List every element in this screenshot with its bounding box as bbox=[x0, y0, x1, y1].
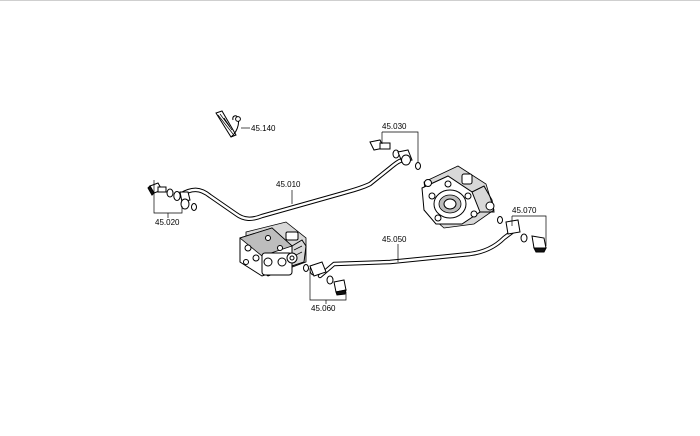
fittings-45060 bbox=[303, 261, 347, 296]
label-45020: 45.020 bbox=[155, 218, 180, 227]
housing-right bbox=[421, 165, 495, 229]
top-divider bbox=[0, 0, 700, 1]
fittings-45020 bbox=[147, 182, 197, 211]
pipe-45050 bbox=[317, 229, 515, 279]
leader-lines bbox=[153, 131, 547, 304]
fittings-45070 bbox=[497, 216, 547, 253]
label-45060: 45.060 bbox=[311, 304, 336, 313]
label-45030: 45.030 bbox=[382, 122, 407, 131]
label-45010: 45.010 bbox=[276, 180, 301, 189]
pipe-45010 bbox=[177, 157, 407, 221]
label-45140: 45.140 bbox=[251, 124, 276, 133]
part-45140-clip bbox=[215, 110, 250, 138]
fittings-45030 bbox=[369, 139, 421, 170]
label-45050: 45.050 bbox=[382, 235, 407, 244]
pump-left bbox=[239, 221, 307, 277]
label-45070: 45.070 bbox=[512, 206, 537, 215]
